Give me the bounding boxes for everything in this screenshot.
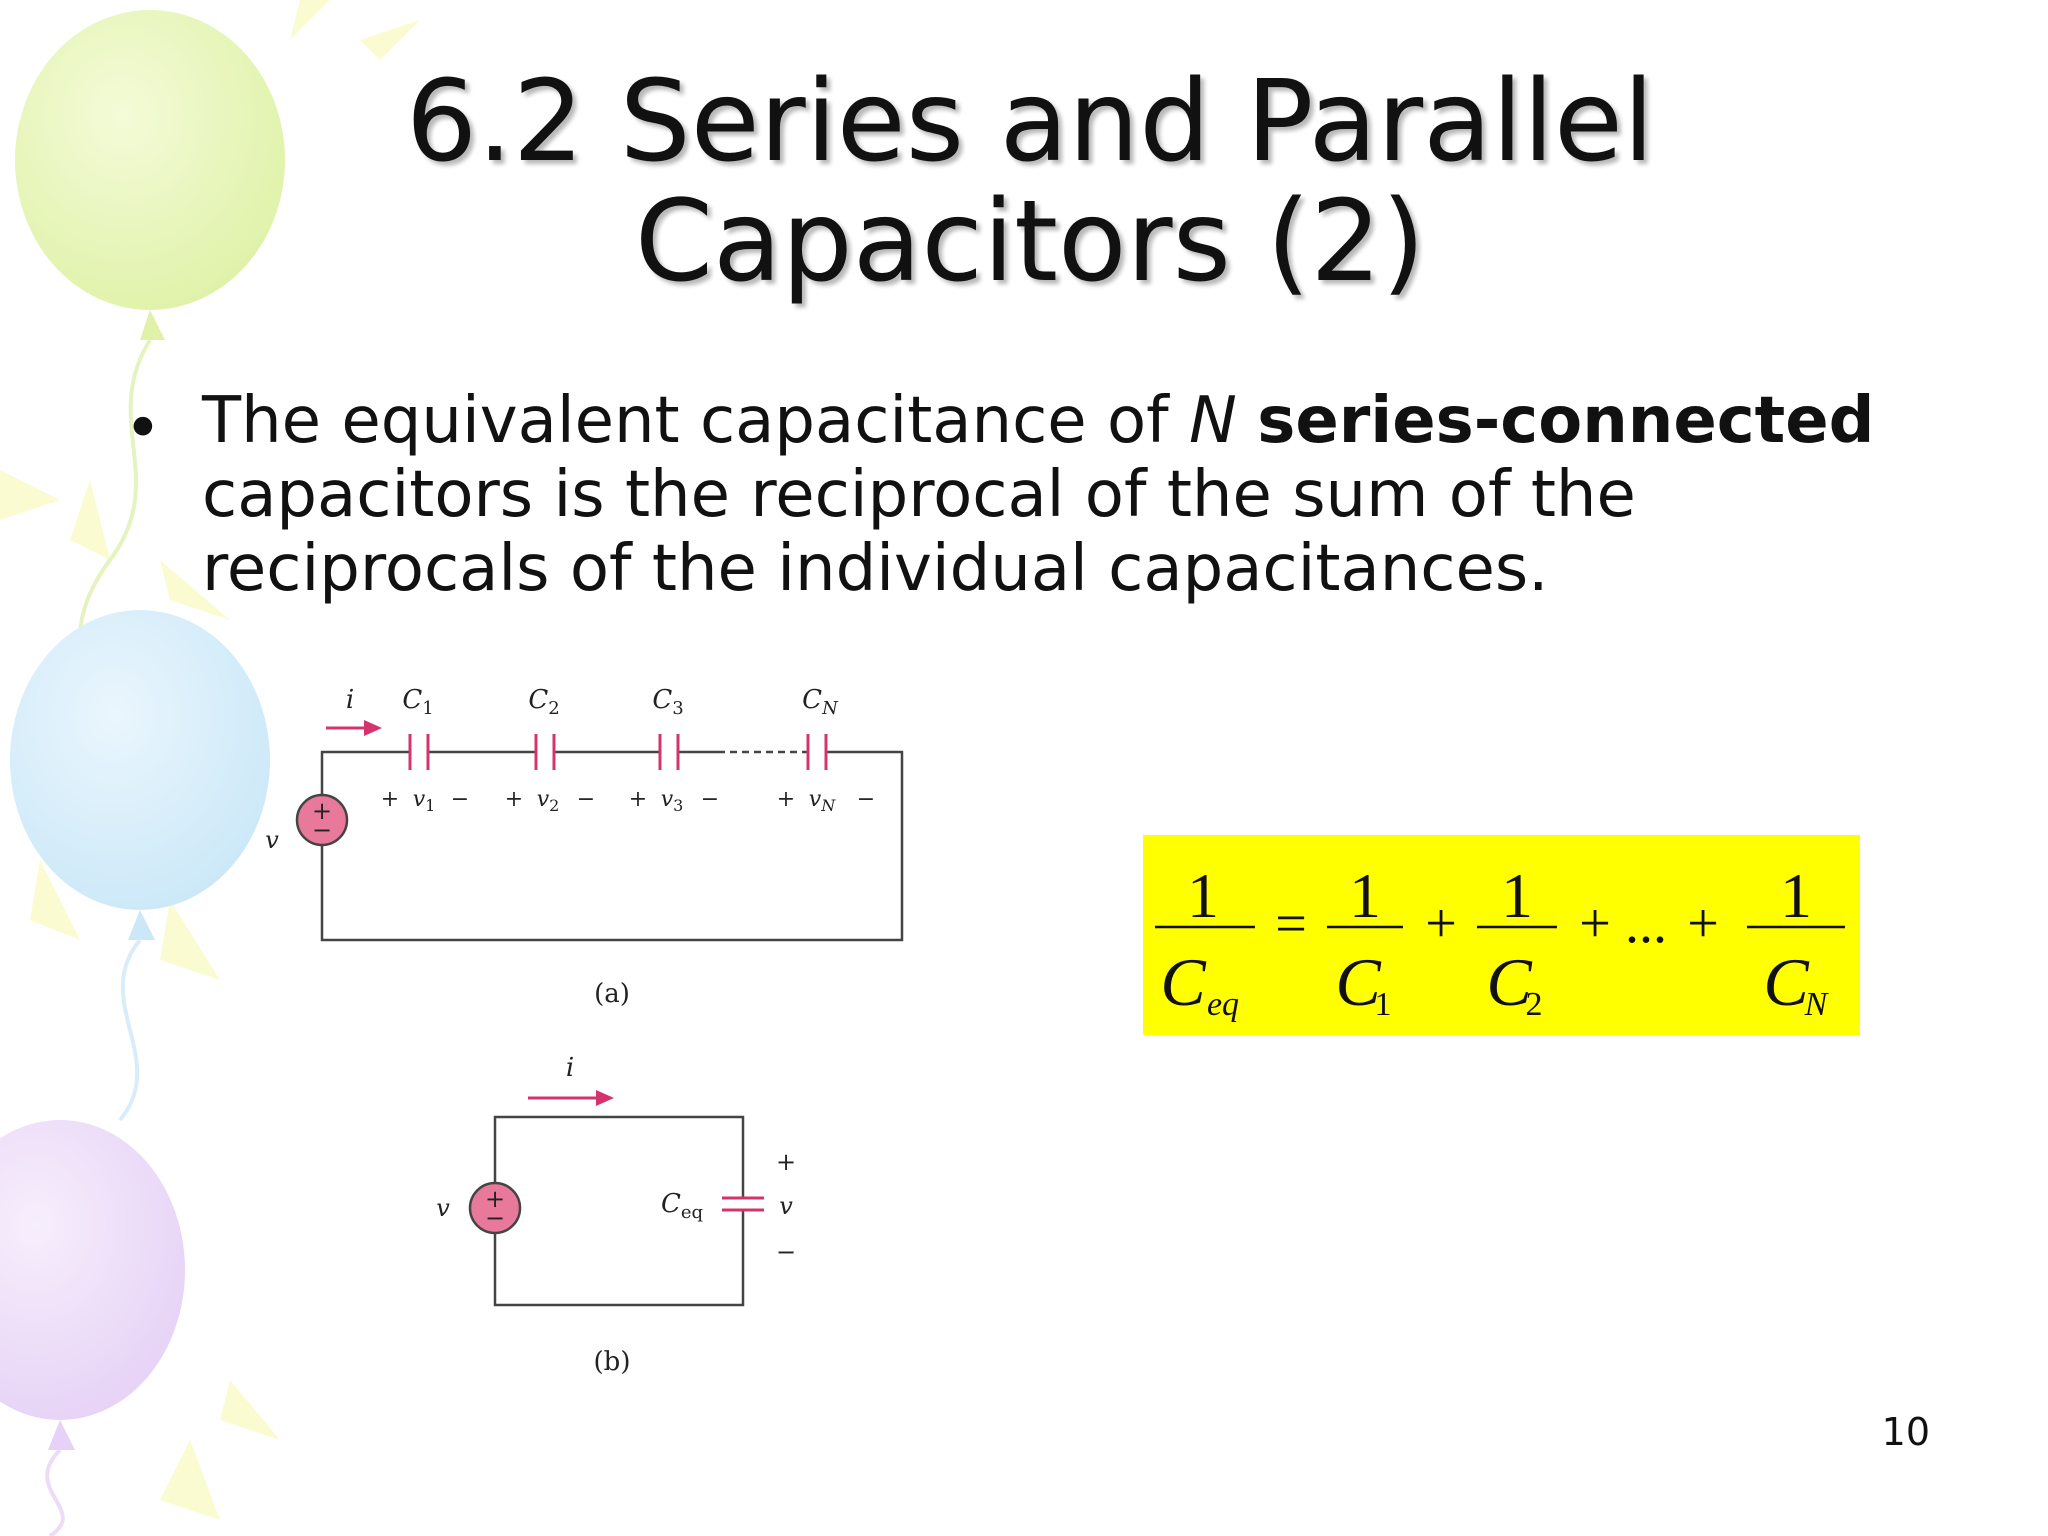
cn-label: CN <box>802 685 839 719</box>
title-line-1: 6.2 Series and Parallel <box>405 57 1655 187</box>
v1-label: v1 <box>413 787 436 815</box>
v3-label: v3 <box>661 787 684 815</box>
formula-svg: 1 C eq = 1 C 1 + 1 C 2 + ... + 1 C N <box>1155 860 1845 1023</box>
purple-balloon <box>0 1120 185 1420</box>
numerator-1-ceq: 1 <box>1187 860 1219 931</box>
plus-sign-2: + <box>1579 893 1611 955</box>
vn-label: vN <box>809 787 836 815</box>
ellipsis: ... <box>1625 893 1667 955</box>
caption-b: (b) <box>594 1347 631 1377</box>
title-line-2: Capacitors (2) <box>634 177 1426 307</box>
source-minus: − <box>312 816 332 844</box>
equals-sign: = <box>1275 893 1307 955</box>
source-plus: + <box>312 797 332 825</box>
v1-minus: − <box>451 787 469 812</box>
source-minus-b: − <box>485 1204 505 1232</box>
bullet-marker: • <box>124 392 162 466</box>
vn-minus: − <box>857 787 875 812</box>
denominator-c2-c: C <box>1486 944 1532 1020</box>
c2-label: C2 <box>528 685 559 719</box>
current-label: i <box>346 685 354 715</box>
denominator-c1-sub: 1 <box>1375 986 1392 1023</box>
equivalent-circuit-diagram: i + − v Ceq + v − (b) <box>436 1053 796 1377</box>
bullet-italic-n: N <box>1189 384 1237 458</box>
bullet-bold-series: series-connected <box>1257 384 1875 458</box>
v2-plus: + <box>505 787 523 812</box>
c3-label: C3 <box>652 685 683 719</box>
denominator-cn-sub: N <box>1804 986 1830 1023</box>
bullet-text-part1: The equivalent capacitance of <box>202 384 1189 458</box>
series-capacitance-formula: 1 C eq = 1 C 1 + 1 C 2 + ... + 1 C N <box>1143 835 1860 1035</box>
v3-plus: + <box>629 787 647 812</box>
ceq-v-minus: − <box>776 1238 796 1266</box>
source-voltage-label-b: v <box>436 1194 450 1222</box>
ceq-v-label: v <box>779 1192 793 1220</box>
numerator-1-c2: 1 <box>1501 860 1533 931</box>
bullet-text-part2: capacitors is the reciprocal of the sum … <box>202 458 1636 606</box>
plus-sign-3: + <box>1687 893 1719 955</box>
v3-minus: − <box>701 787 719 812</box>
bullet-text: The equivalent capacitance of N series-c… <box>202 384 2002 606</box>
source-voltage-label: v <box>265 826 279 854</box>
v1-plus: + <box>381 787 399 812</box>
c1-label: C1 <box>402 685 433 719</box>
denominator-cn-c: C <box>1763 944 1809 1020</box>
voltage-source-b <box>468 1181 522 1235</box>
page-number: 10 <box>1881 1410 1930 1454</box>
denominator-c1-c: C <box>1335 944 1381 1020</box>
source-plus-b: + <box>485 1185 505 1213</box>
v2-label: v2 <box>537 787 560 815</box>
denominator-c2-sub: 2 <box>1526 986 1543 1023</box>
ceq-v-plus: + <box>776 1148 796 1176</box>
denominator-ceq-sub: eq <box>1207 986 1239 1023</box>
slide-title: 6.2 Series and Parallel Capacitors (2) <box>240 62 1820 302</box>
plus-sign-1: + <box>1425 893 1457 955</box>
numerator-1-c1: 1 <box>1349 860 1381 931</box>
capacitor-ceq-plates <box>722 1196 764 1212</box>
current-arrow-b <box>528 1090 614 1106</box>
current-arrow <box>326 720 382 736</box>
numerator-1-cn: 1 <box>1780 860 1812 931</box>
caption-a: (a) <box>594 979 630 1009</box>
ceq-label: Ceq <box>661 1189 703 1223</box>
vn-plus: + <box>777 787 795 812</box>
current-label-b: i <box>566 1053 574 1083</box>
v2-minus: − <box>577 787 595 812</box>
series-circuit-diagram: i + − v C1 C2 C3 CN + v1 − + v2 − + v3 −… <box>265 685 904 1009</box>
capacitor-plates <box>408 734 828 770</box>
bullet-space <box>1237 384 1257 458</box>
denominator-ceq-c: C <box>1160 944 1206 1020</box>
voltage-source <box>295 793 349 847</box>
